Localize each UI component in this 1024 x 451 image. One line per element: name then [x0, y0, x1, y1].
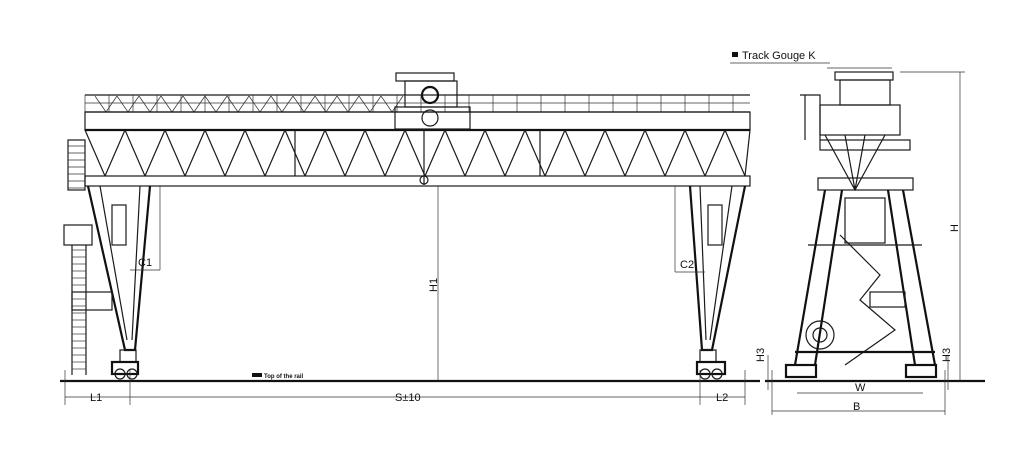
cable-festoon	[336, 95, 349, 113]
truss-diagonal	[704, 129, 726, 177]
left-leg	[86, 185, 152, 380]
truss-diagonal	[464, 129, 486, 177]
cable-festoon	[182, 95, 195, 113]
side-view: Track Gouge K H H3 H3 W B	[730, 50, 985, 415]
truss-diagonal	[444, 129, 466, 177]
cable-festoon	[325, 95, 338, 113]
cable-festoon	[358, 95, 371, 113]
truss-diagonal	[384, 129, 406, 177]
cable-festoon	[204, 95, 217, 113]
main-girder-bottom-chord	[84, 175, 751, 187]
truss-diagonal	[684, 129, 706, 177]
truss-diagonal	[664, 129, 686, 177]
truss-diagonal	[324, 129, 346, 177]
truss-diagonal	[424, 129, 446, 177]
main-girder-top-chord	[84, 111, 751, 131]
cable-festoon	[215, 95, 228, 113]
cable-festoon	[259, 95, 272, 113]
cable-festoon	[292, 95, 305, 113]
cable-festoon	[94, 95, 107, 113]
truss-diagonal	[124, 129, 146, 177]
cable-festoon	[226, 95, 239, 113]
cable-festoon	[281, 95, 294, 113]
c1-label: C1	[138, 257, 152, 269]
cable-festoon	[303, 95, 316, 113]
truss-diagonal	[344, 129, 366, 177]
cable-festoon	[237, 95, 250, 113]
cable-festoon	[149, 95, 162, 113]
truss-diagonal	[304, 129, 326, 177]
cable-festoon	[347, 95, 360, 113]
cable-festoon	[248, 95, 261, 113]
cable-festoon	[171, 95, 184, 113]
span-dimension	[64, 370, 746, 405]
cable-festoon	[314, 95, 327, 113]
girder-truss	[84, 129, 751, 177]
w-label: W	[855, 382, 866, 394]
truss-diagonal	[84, 129, 106, 177]
c2-label: C2	[680, 259, 694, 271]
truss-diagonal	[524, 129, 546, 177]
cable-festoon	[138, 95, 151, 113]
truss-diagonal	[564, 129, 586, 177]
handrail	[84, 94, 750, 113]
cable-festoon	[369, 95, 382, 113]
truss-diagonal	[484, 129, 506, 177]
front-view: L1 S±10 L2 Top of the rail H1 C1 C2	[60, 72, 760, 405]
cable-festoon	[127, 95, 140, 113]
trolley	[394, 72, 471, 185]
truss-diagonal	[184, 129, 206, 177]
h1-label: H1	[428, 278, 440, 292]
cable-festoon	[193, 95, 206, 113]
truss-diagonal	[144, 129, 166, 177]
span-label: S±10	[395, 392, 421, 404]
cable-festoon	[391, 95, 404, 113]
right-leg	[688, 185, 747, 380]
cable-festoon	[105, 95, 118, 113]
truss-diagonal	[364, 129, 386, 177]
truss-diagonal	[264, 129, 286, 177]
truss-diagonal	[224, 129, 246, 177]
l2-label: L2	[716, 392, 728, 404]
truss-diagonal	[204, 129, 226, 177]
truss-diagonal	[604, 129, 626, 177]
cable-festoon	[160, 95, 173, 113]
track-gauge-label: Track Gouge K	[742, 50, 816, 62]
truss-diagonal	[624, 129, 646, 177]
truss-diagonal	[544, 129, 566, 177]
cable-festoon	[380, 95, 393, 113]
cable-festoon	[270, 95, 283, 113]
truss-diagonal	[504, 129, 526, 177]
truss-diagonal	[584, 129, 606, 177]
truss-diagonal	[744, 129, 751, 177]
truss-diagonal	[244, 129, 266, 177]
truss-diagonal	[724, 129, 746, 177]
truss-diagonal	[104, 129, 126, 177]
cable-festoon	[116, 95, 129, 113]
top-of-rail-label: Top of the rail	[264, 374, 304, 380]
h3-left-label: H3	[755, 348, 767, 362]
truss-diagonal	[164, 129, 186, 177]
b-label: B	[853, 401, 860, 413]
l1-label: L1	[90, 392, 102, 404]
h-label: H	[949, 224, 961, 232]
ladder-cabin	[63, 139, 113, 375]
truss-diagonal	[404, 129, 426, 177]
truss-diagonal	[644, 129, 666, 177]
h3-right-label: H3	[941, 348, 953, 362]
